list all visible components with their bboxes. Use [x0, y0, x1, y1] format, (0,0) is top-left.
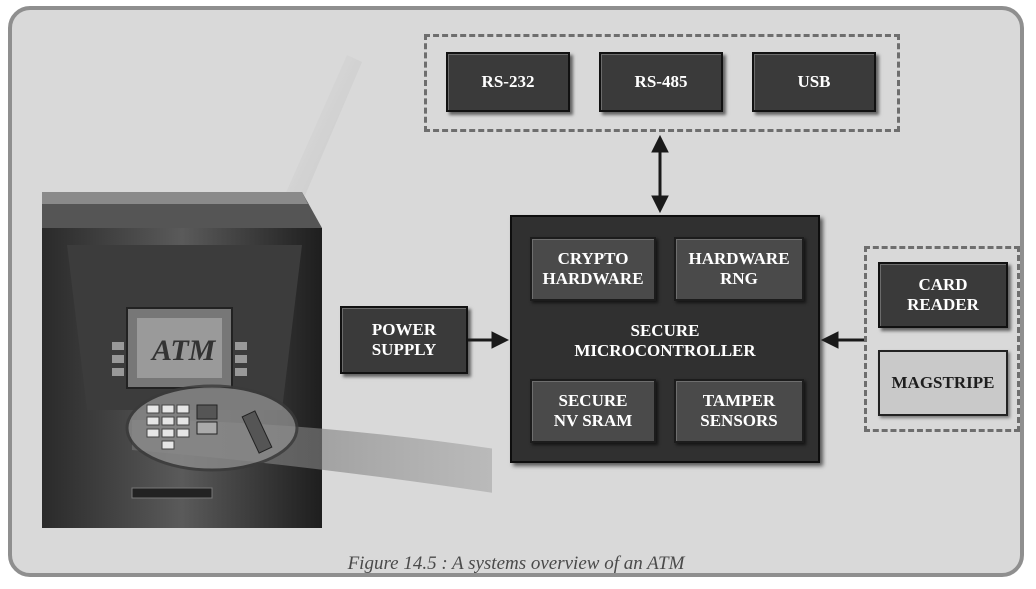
- sram-line2: NV SRAM: [553, 411, 633, 430]
- magstripe-label: MAGSTRIPE: [891, 373, 995, 392]
- rng-line2: RNG: [720, 269, 758, 288]
- usb-block: USB: [752, 52, 876, 112]
- tamper-line2: SENSORS: [700, 411, 778, 430]
- arrowhead-down: [651, 195, 669, 214]
- rng-line1: HARDWARE: [688, 249, 790, 268]
- rs232-block: RS-232: [446, 52, 570, 112]
- secure-nv-sram-block: SECURE NV SRAM: [530, 379, 656, 443]
- crypto-hardware-block: CRYPTO HARDWARE: [530, 237, 656, 301]
- power-supply-line1: POWER: [371, 320, 437, 339]
- rs485-label: RS-485: [634, 72, 688, 91]
- tamper-sensors-block: TAMPER SENSORS: [674, 379, 804, 443]
- power-supply-line2: SUPPLY: [371, 340, 437, 359]
- arrowhead-left: [820, 331, 839, 349]
- magstripe-block: MAGSTRIPE: [878, 350, 1008, 416]
- atm-screen-text: ATM: [150, 334, 217, 367]
- connection-arrows: [468, 134, 864, 349]
- arrowhead-up: [651, 134, 669, 153]
- card-reader-block: CARD READER: [878, 262, 1008, 328]
- crypto-line2: HARDWARE: [542, 269, 644, 288]
- crypto-line1: CRYPTO: [557, 249, 629, 268]
- power-supply-block: POWER SUPPLY: [340, 306, 468, 374]
- microcontroller-label-line1: SECURE: [630, 321, 700, 340]
- card-input-group: [864, 246, 1020, 432]
- interfaces-group: [424, 34, 900, 132]
- rs232-label: RS-232: [481, 72, 535, 91]
- rs485-block: RS-485: [599, 52, 723, 112]
- tamper-line1: TAMPER: [702, 391, 776, 410]
- hardware-rng-block: HARDWARE RNG: [674, 237, 804, 301]
- secure-microcontroller: CRYPTO HARDWARE HARDWARE RNG SECURE MICR…: [510, 215, 820, 463]
- usb-label: USB: [797, 72, 831, 91]
- figure-frame: ATM RS-232 RS-485 USB POWER SUPPLY: [8, 6, 1024, 577]
- microcontroller-label: SECURE MICROCONTROLLER: [512, 321, 818, 361]
- arrowhead-right: [491, 331, 510, 349]
- figure-caption: Figure 14.5 : A systems overview of an A…: [347, 553, 685, 574]
- microcontroller-label-line2: MICROCONTROLLER: [574, 341, 756, 360]
- sram-line1: SECURE: [558, 391, 628, 410]
- atm-illustration: ATM: [42, 55, 492, 528]
- card-reader-line2: READER: [907, 295, 979, 314]
- card-reader-line1: CARD: [918, 275, 968, 294]
